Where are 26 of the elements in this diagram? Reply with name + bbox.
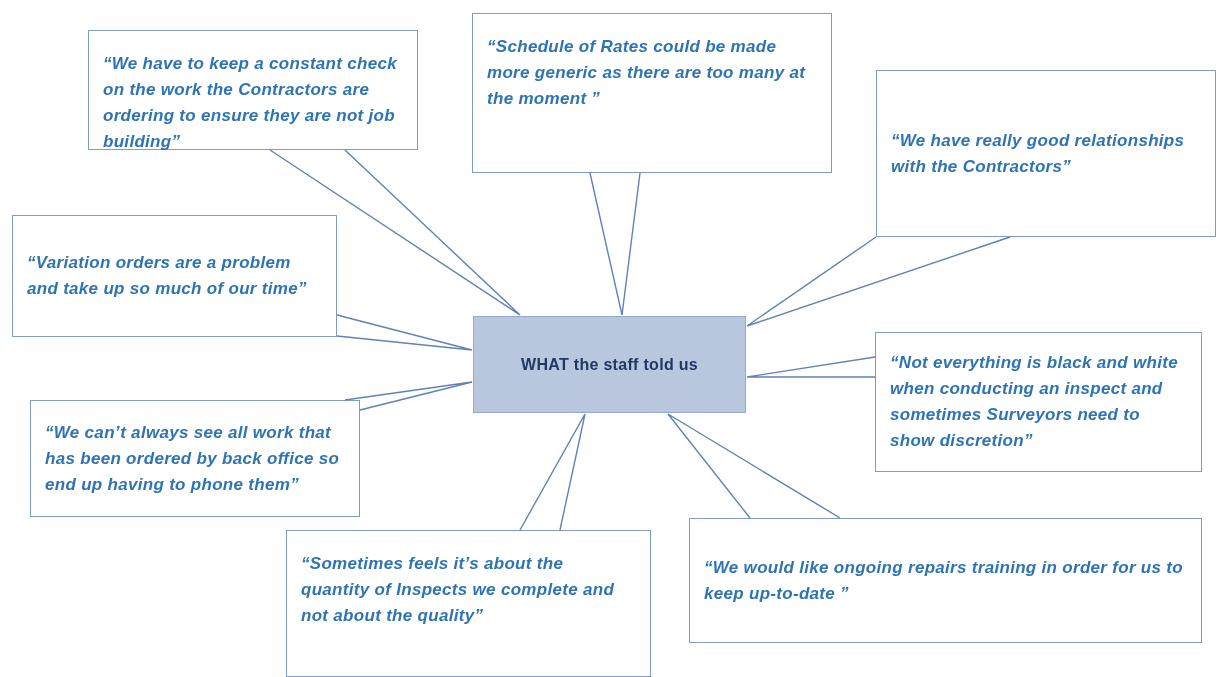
speech-bubble-tail (589, 172, 641, 316)
speech-bubble-tail (519, 413, 586, 531)
speech-bubble-tail (746, 236, 1011, 327)
speech-bubble (286, 530, 651, 677)
speech-bubble (875, 332, 1202, 472)
quote-text: “Schedule of Rates could be made more generic as there are too many at the moment ” (487, 36, 807, 110)
speech-bubble (689, 518, 1202, 643)
speech-bubble-tail (344, 381, 473, 411)
speech-bubble-tail (667, 413, 841, 519)
topic-box (473, 316, 746, 413)
quote-text: “We can’t always see all work that has been ordered by back office so end up having to phone them” (45, 421, 341, 496)
speech-bubble (12, 215, 337, 337)
speech-bubble (876, 70, 1216, 237)
speech-bubble (30, 400, 360, 517)
quote-text: “Not everything is black and white when conducting an inspect and sometimes Surveyors need to show discretion” (890, 352, 1179, 452)
quote-text: “We would like ongoing repairs training in order for us to keep up-to-date ” (704, 556, 1184, 605)
speech-bubble (88, 30, 418, 150)
speech-bubble-tail (336, 314, 473, 351)
topic-text: WHAT the staff told us (521, 354, 698, 375)
speech-bubble-tail (746, 356, 876, 378)
quote-text: “We have really good relationships with the Contractors” (891, 129, 1186, 178)
quote-text: “Sometimes feels it’s about the quantity of Inspects we complete and not about the quality” (301, 553, 616, 627)
quote-text: “Variation orders are a problem and take up so much of our time” (27, 252, 308, 300)
speech-bubble (472, 13, 832, 173)
speech-bubble-tail (269, 149, 521, 316)
quote-text: “We have to keep a constant check on the work the Contractors are ordering to ensure they are not job building” (103, 53, 398, 153)
